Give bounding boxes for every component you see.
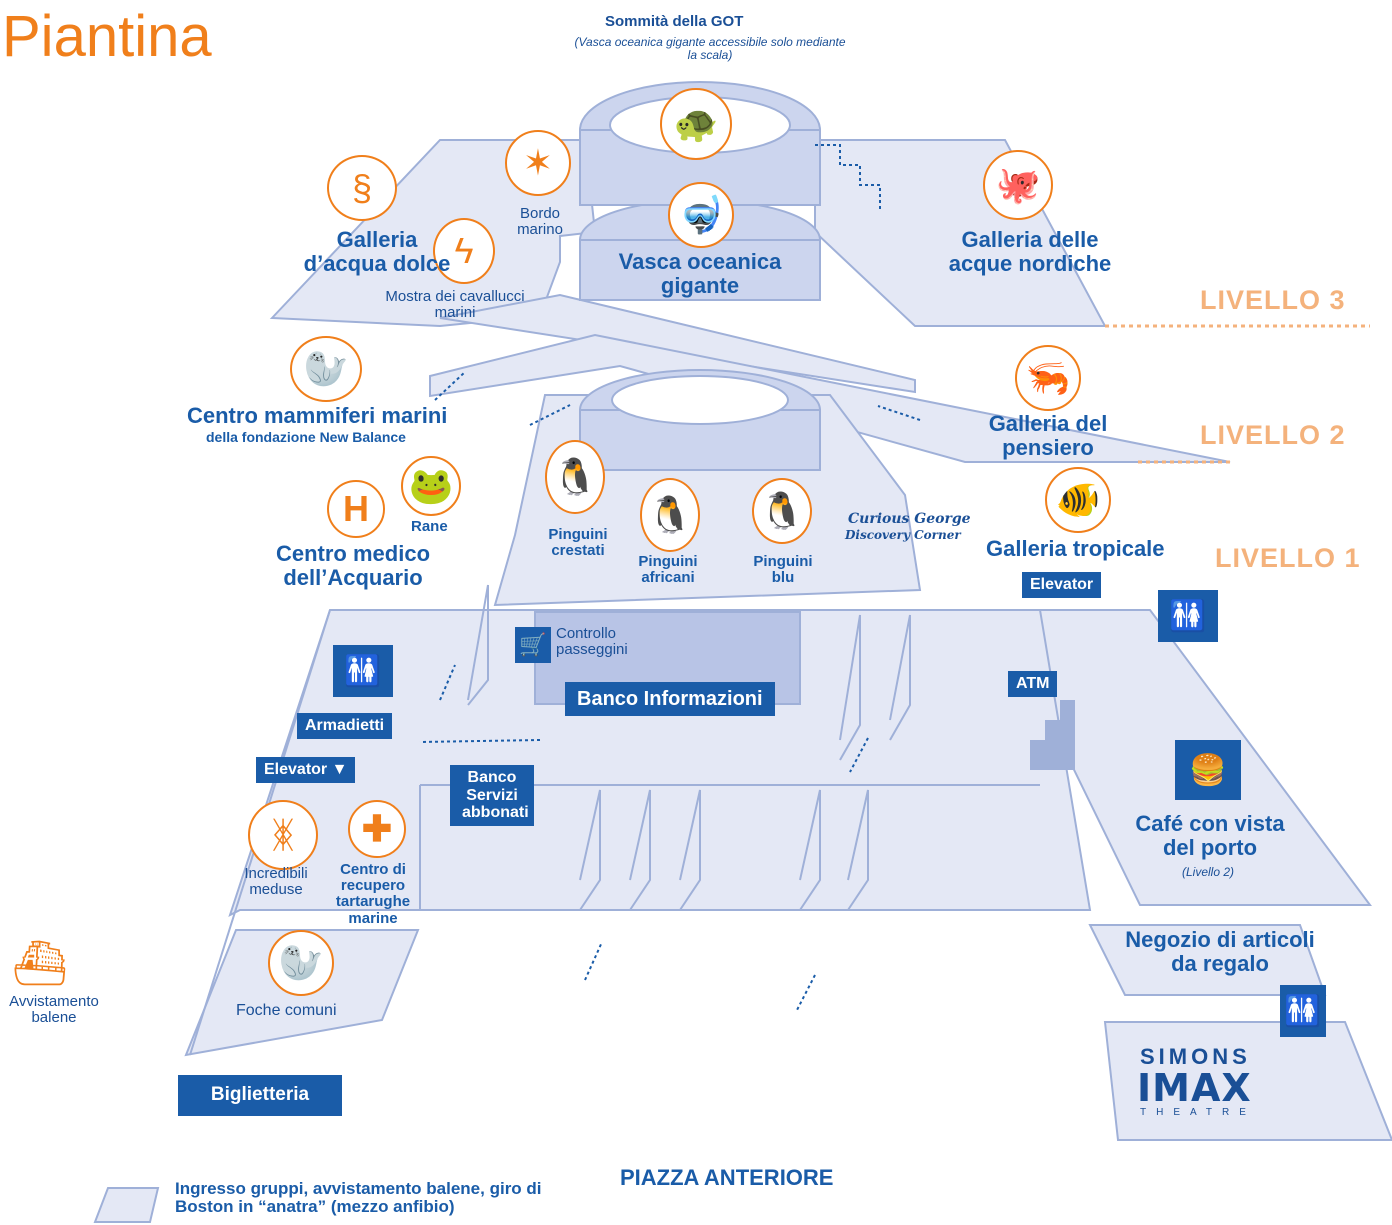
restroom-icon: 🚻 [1280, 985, 1326, 1037]
galleria-acqua-dolce-label: Galleria d’acqua dolce [303, 227, 451, 276]
elevator-badge-level1: Elevator [1022, 572, 1102, 598]
stroller-icon: 🛒 [515, 627, 551, 663]
diver-icon: 🤿 [668, 182, 734, 248]
banco-servizi-badge: Banco Servizi abbonati [450, 765, 534, 826]
negozio-label: Negozio di articoli da regalo [1125, 927, 1315, 976]
got-top-label: Sommità della GOT [605, 13, 744, 30]
boat-icon: ⛴ [12, 939, 68, 988]
bordo-marino-label: Bordo marino [517, 205, 563, 239]
pinguini-crestati-label: Pinguini crestati [548, 526, 608, 560]
seahorse-icon: ϟ [433, 218, 495, 284]
imax-logo-text: IMAX [1137, 1066, 1252, 1110]
mammiferi-label: Centro mammiferi marini [187, 403, 448, 428]
mammiferi-sub-label: della fondazione New Balance [206, 429, 406, 445]
seal-icon: 🦭 [268, 930, 334, 996]
restroom-icon: 🚻 [333, 645, 393, 697]
elevator-badge-lower: Elevator ▼ [256, 757, 356, 783]
galleria-pensiero-label: Galleria del pensiero [988, 411, 1108, 460]
jellyfish-icon: ᛤ [248, 800, 318, 870]
turtle-icon: 🐢 [660, 88, 732, 160]
penguin-icon: 🐧 [752, 478, 812, 544]
food-icon: 🍔 [1175, 740, 1241, 800]
controllo-passeggini-label: Controllo passeggini [556, 625, 628, 659]
armadietti-badge: Armadietti [297, 713, 393, 739]
pinguini-africani-label: Pinguini africani [638, 553, 698, 587]
biglietteria-badge: Biglietteria [178, 1075, 342, 1116]
legend-text: Ingresso gruppi, avvistamento balene, gi… [175, 1179, 542, 1217]
foche-label: Foche comuni [236, 1002, 337, 1019]
cafe-label: Café con vista del porto [1135, 811, 1285, 860]
cavallucci-label: Mostra dei cavallucci marini [385, 288, 525, 322]
frog-icon: 🐸 [401, 456, 461, 516]
vasca-oceanica-label: Vasca oceanica gigante [618, 249, 782, 298]
meduse-label: Incredibili meduse [244, 865, 308, 899]
avvistamento-label: Avvistamento balene [9, 993, 99, 1027]
lionfish-icon: 🐠 [1045, 467, 1111, 533]
level-1-label: LIVELLO 1 [1215, 543, 1361, 573]
atm-badge: ATM [1008, 671, 1058, 697]
galleria-acque-nordiche-label: Galleria delle acque nordiche [948, 227, 1112, 276]
sea-lion-icon: 🦭 [290, 336, 362, 402]
centro-medico-label: Centro medico dell’Acquario [275, 541, 431, 590]
page-title: Piantina [2, 4, 212, 69]
rane-label: Rane [411, 518, 448, 535]
penguin-icon: 🐧 [545, 440, 605, 514]
piazza-label: PIAZZA ANTERIORE [620, 1165, 834, 1190]
octopus-icon: 🐙 [983, 150, 1053, 220]
starfish-icon: ✶ [505, 130, 571, 196]
turtle-rescue-icon: ✚ [348, 800, 406, 858]
simons-logo-text: SIMONS [1140, 1044, 1251, 1069]
banco-informazioni-badge: Banco Informazioni [565, 682, 775, 716]
theatre-logo-text: THEATRE [1140, 1107, 1256, 1118]
snake-icon: § [327, 155, 397, 221]
restroom-icon: 🚻 [1158, 590, 1218, 642]
discovery-corner-label: Discovery Corner [845, 528, 961, 542]
pinguini-blu-label: Pinguini blu [753, 553, 813, 587]
tartarughe-label: Centro di recupero tartarughe marine [335, 861, 411, 927]
level-2-label: LIVELLO 2 [1200, 420, 1346, 450]
hospital-icon: H [327, 480, 385, 538]
cafe-note: (Livello 2) [1182, 865, 1235, 879]
curious-george-label: Curious George [848, 511, 971, 527]
penguin-icon: 🐧 [640, 478, 700, 552]
shrimp-icon: 🦐 [1015, 345, 1081, 411]
level-3-label: LIVELLO 3 [1200, 285, 1346, 315]
got-top-note: (Vasca oceanica gigante accessibile solo… [574, 35, 846, 62]
galleria-tropicale-label: Galleria tropicale [986, 536, 1165, 561]
